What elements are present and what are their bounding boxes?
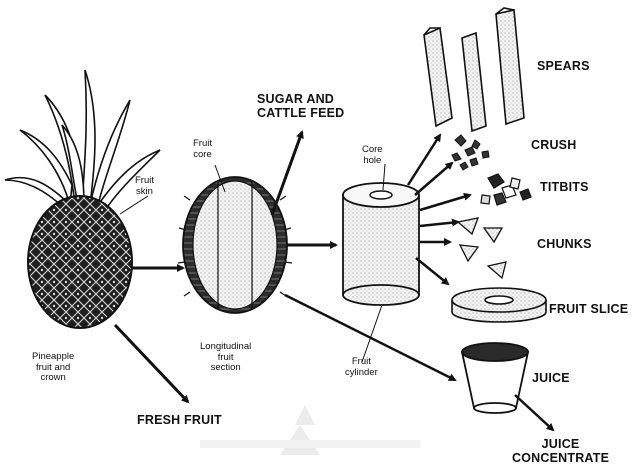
titbits	[481, 174, 531, 205]
label-core-hole: Core hole	[362, 145, 383, 166]
label-titbits: TITBITS	[540, 180, 589, 194]
label-fruit-cylinder: Fruit cylinder	[345, 357, 378, 378]
chunks	[458, 218, 506, 278]
spears	[424, 8, 524, 131]
watermark-emblem	[200, 405, 420, 455]
fruit-cylinder	[343, 183, 419, 305]
label-crush: CRUSH	[531, 138, 576, 152]
label-longitudinal-section: Longitudinal fruit section	[200, 342, 251, 374]
label-juice: JUICE	[532, 371, 570, 385]
pineapple-body	[28, 196, 132, 328]
arrow-to-fresh-fruit	[115, 325, 188, 402]
label-fruit-core: Fruit core	[193, 139, 212, 160]
label-pineapple-fruit-crown: Pineapple fruit and crown	[32, 352, 74, 384]
label-fruit-skin: Fruit skin	[135, 176, 154, 197]
label-sugar-cattle-feed: SUGAR AND CATTLE FEED	[257, 92, 344, 120]
label-juice-concentrate: JUICE CONCENTRATE	[512, 437, 609, 465]
longitudinal-section	[178, 177, 292, 313]
arrow-to-sugar	[272, 132, 302, 215]
label-fresh-fruit: FRESH FRUIT	[137, 413, 222, 427]
label-spears: SPEARS	[537, 59, 590, 73]
arrow-to-concentrate	[515, 395, 553, 430]
crush	[452, 135, 489, 170]
fruit-slice	[452, 288, 546, 322]
label-fruit-slice: FRUIT SLICE	[549, 302, 628, 316]
label-chunks: CHUNKS	[537, 237, 592, 251]
juice-cup	[462, 343, 528, 413]
